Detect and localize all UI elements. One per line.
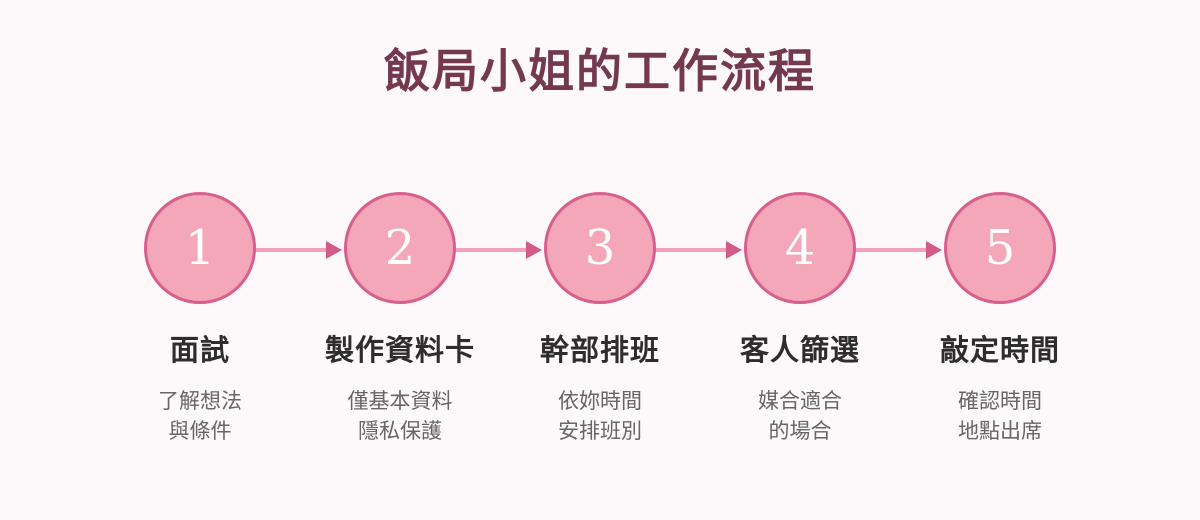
connector-line [456,248,526,252]
step-description-line: 確認時間 [958,389,1042,413]
step-description-line: 隱私保護 [358,419,442,443]
page-title: 飯局小姐的工作流程 [384,44,816,98]
step-description-line: 媒合適合 [758,389,842,413]
step-description-line: 地點出席 [958,419,1042,443]
step-description-line: 依妳時間 [558,389,642,413]
step-number-circle: 1 [144,192,256,304]
step-description-line: 與條件 [168,419,232,443]
step-description-line: 僅基本資料 [347,389,453,413]
step-description: 僅基本資料 隱私保護 [300,386,500,446]
step-title: 面試 [169,333,230,367]
step-number-circle: 4 [744,192,856,304]
step-description: 確認時間 地點出席 [900,386,1100,446]
arrow-right-icon [726,241,742,259]
step-number-circle: 5 [944,192,1056,304]
step-description-line: 的場合 [768,419,832,443]
step-5: 5 敲定時間 確認時間 地點出席 [900,192,1100,446]
step-title: 製作資料卡 [324,333,475,367]
arrow-right-icon [926,241,942,259]
step-description-line: 了解想法 [158,389,242,413]
arrow-right-icon [526,241,542,259]
step-title: 敲定時間 [939,333,1060,367]
step-number-circle: 3 [544,192,656,304]
step-2: 2 製作資料卡 僅基本資料 隱私保護 [300,192,500,446]
connector-line [256,248,326,252]
step-4: 4 客人篩選 媒合適合 的場合 [700,192,900,446]
step-number-circle: 2 [344,192,456,304]
step-title: 客人篩選 [739,333,860,367]
step-1: 1 面試 了解想法 與條件 [100,192,300,446]
step-3: 3 幹部排班 依妳時間 安排班別 [500,192,700,446]
step-description-line: 安排班別 [558,419,642,443]
step-description: 媒合適合 的場合 [700,386,900,446]
connector-line [656,248,726,252]
step-description: 了解想法 與條件 [100,386,300,446]
arrow-right-icon [326,241,342,259]
connector-line [856,248,926,252]
step-description: 依妳時間 安排班別 [500,386,700,446]
step-title: 幹部排班 [539,333,660,367]
